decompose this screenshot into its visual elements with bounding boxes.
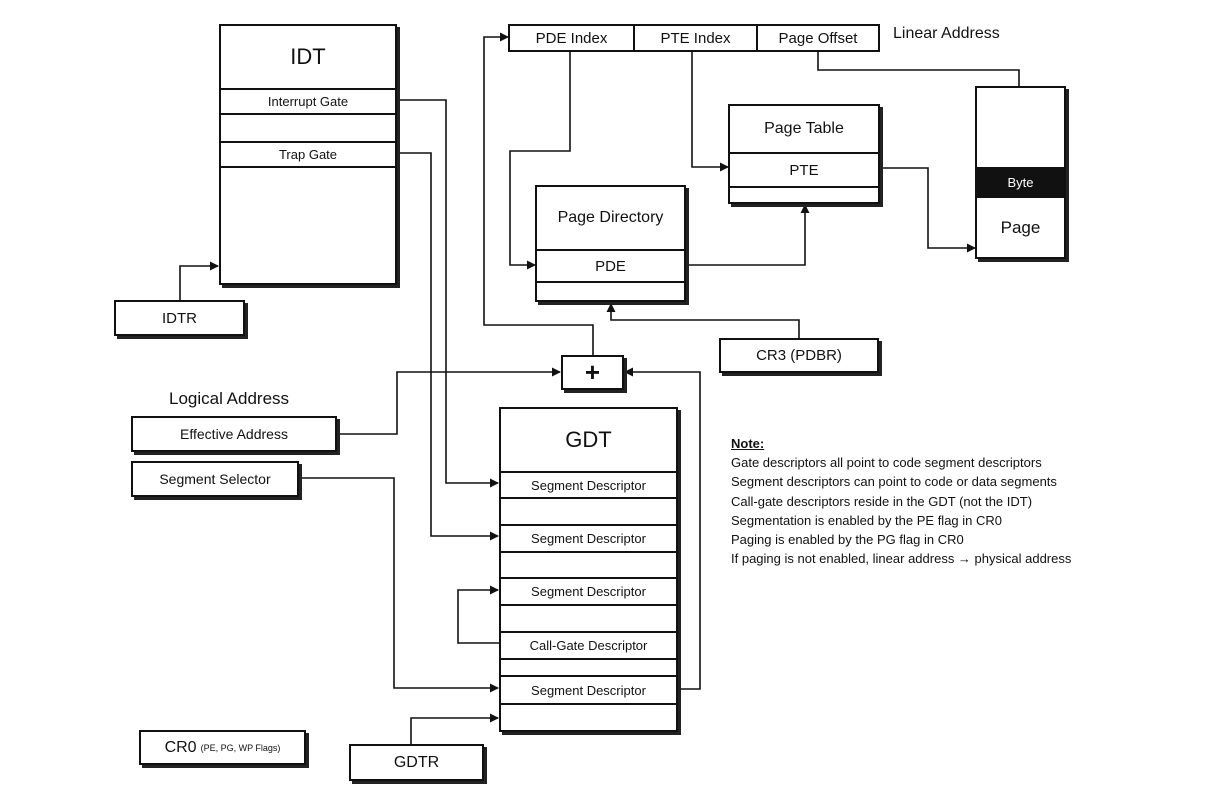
pte-index-to-pte-arrow bbox=[691, 51, 729, 172]
note-line: Segmentation is enabled by the PE flag i… bbox=[731, 512, 1003, 528]
gdt-segment-descriptor-2: Segment Descriptor bbox=[501, 524, 676, 553]
segment-selector-box: Segment Selector bbox=[131, 461, 299, 497]
call-gate-to-descriptor-arrow bbox=[457, 585, 500, 644]
adder-to-linear-address-arrow bbox=[483, 32, 594, 355]
pte-index-field: PTE Index bbox=[633, 26, 756, 50]
cr0-flags: (PE, PG, WP Flags) bbox=[200, 742, 281, 753]
page-offset-field: Page Offset bbox=[756, 26, 878, 50]
page-directory-title: Page Directory bbox=[557, 209, 664, 226]
page-frame: Byte Page bbox=[975, 86, 1066, 259]
gdtr-to-gdt-arrow bbox=[410, 713, 499, 745]
page-table-title: Page Table bbox=[764, 120, 844, 137]
gdt-title: GDT bbox=[565, 427, 612, 452]
gdtr-register: GDTR bbox=[349, 744, 484, 781]
gdt-call-gate-descriptor: Call-Gate Descriptor bbox=[501, 631, 676, 660]
note-title: Note: bbox=[731, 436, 765, 451]
pde-index-to-pde-arrow bbox=[509, 51, 571, 270]
trap-gate-to-gdt-arrow bbox=[397, 152, 499, 541]
cr3-to-page-directory-arrow bbox=[606, 303, 800, 338]
idtr-to-idt-arrow bbox=[179, 261, 219, 301]
gdt-segment-descriptor-3: Segment Descriptor bbox=[501, 577, 676, 606]
gdt-segment-descriptor-1: Segment Descriptor bbox=[501, 471, 676, 499]
idt-trap-gate: Trap Gate bbox=[221, 141, 395, 168]
effective-address-to-adder-arrow bbox=[337, 367, 561, 435]
note-line: Call-gate descriptors reside in the GDT … bbox=[731, 493, 1033, 509]
idtr-register: IDTR bbox=[114, 300, 245, 336]
idt-table: IDT Interrupt Gate Trap Gate bbox=[219, 24, 397, 285]
pde-to-page-table-arrow bbox=[686, 204, 810, 266]
idt-interrupt-gate: Interrupt Gate bbox=[221, 88, 395, 115]
segment-selector-to-gdt-arrow bbox=[300, 477, 499, 693]
note-line: Segment descriptors can point to code or… bbox=[731, 474, 1057, 490]
idt-title: IDT bbox=[290, 44, 326, 69]
gdt-segment-descriptor-4: Segment Descriptor bbox=[501, 675, 676, 705]
effective-address-box: Effective Address bbox=[131, 416, 337, 452]
note-block: Note: Gate descriptors all point to code… bbox=[731, 434, 1071, 568]
page-table-pte: PTE bbox=[730, 152, 878, 188]
interrupt-gate-to-gdt-arrow bbox=[397, 99, 499, 488]
linear-address-fields: PDE Index PTE Index Page Offset bbox=[508, 24, 880, 52]
page-byte: Byte bbox=[977, 167, 1064, 198]
logical-address-label: Logical Address bbox=[169, 389, 290, 408]
cr0-register: CR0 (PE, PG, WP Flags) bbox=[139, 730, 306, 765]
note-line: If paging is not enabled, linear address… bbox=[731, 551, 1072, 567]
pde-index-field: PDE Index bbox=[535, 29, 608, 47]
gdt-table: GDT Segment Descriptor Segment Descripto… bbox=[499, 407, 678, 732]
note-line: Paging is enabled by the PG flag in CR0 bbox=[731, 532, 964, 548]
page-table: Page Table PTE bbox=[728, 104, 880, 204]
linear-address-label: Linear Address bbox=[893, 25, 1000, 42]
gdt-descriptor-to-adder-arrow bbox=[624, 367, 701, 690]
cr3-register: CR3 (PDBR) bbox=[719, 338, 879, 373]
adder-plus: + bbox=[561, 355, 624, 390]
page-directory-pde: PDE bbox=[537, 249, 684, 283]
page-label: Page bbox=[1000, 218, 1041, 237]
page-directory: Page Directory PDE bbox=[535, 185, 686, 302]
pte-to-page-arrow bbox=[880, 167, 976, 253]
note-line: Gate descriptors all point to code segme… bbox=[731, 455, 1042, 471]
cr0-label: CR0 bbox=[164, 738, 197, 756]
